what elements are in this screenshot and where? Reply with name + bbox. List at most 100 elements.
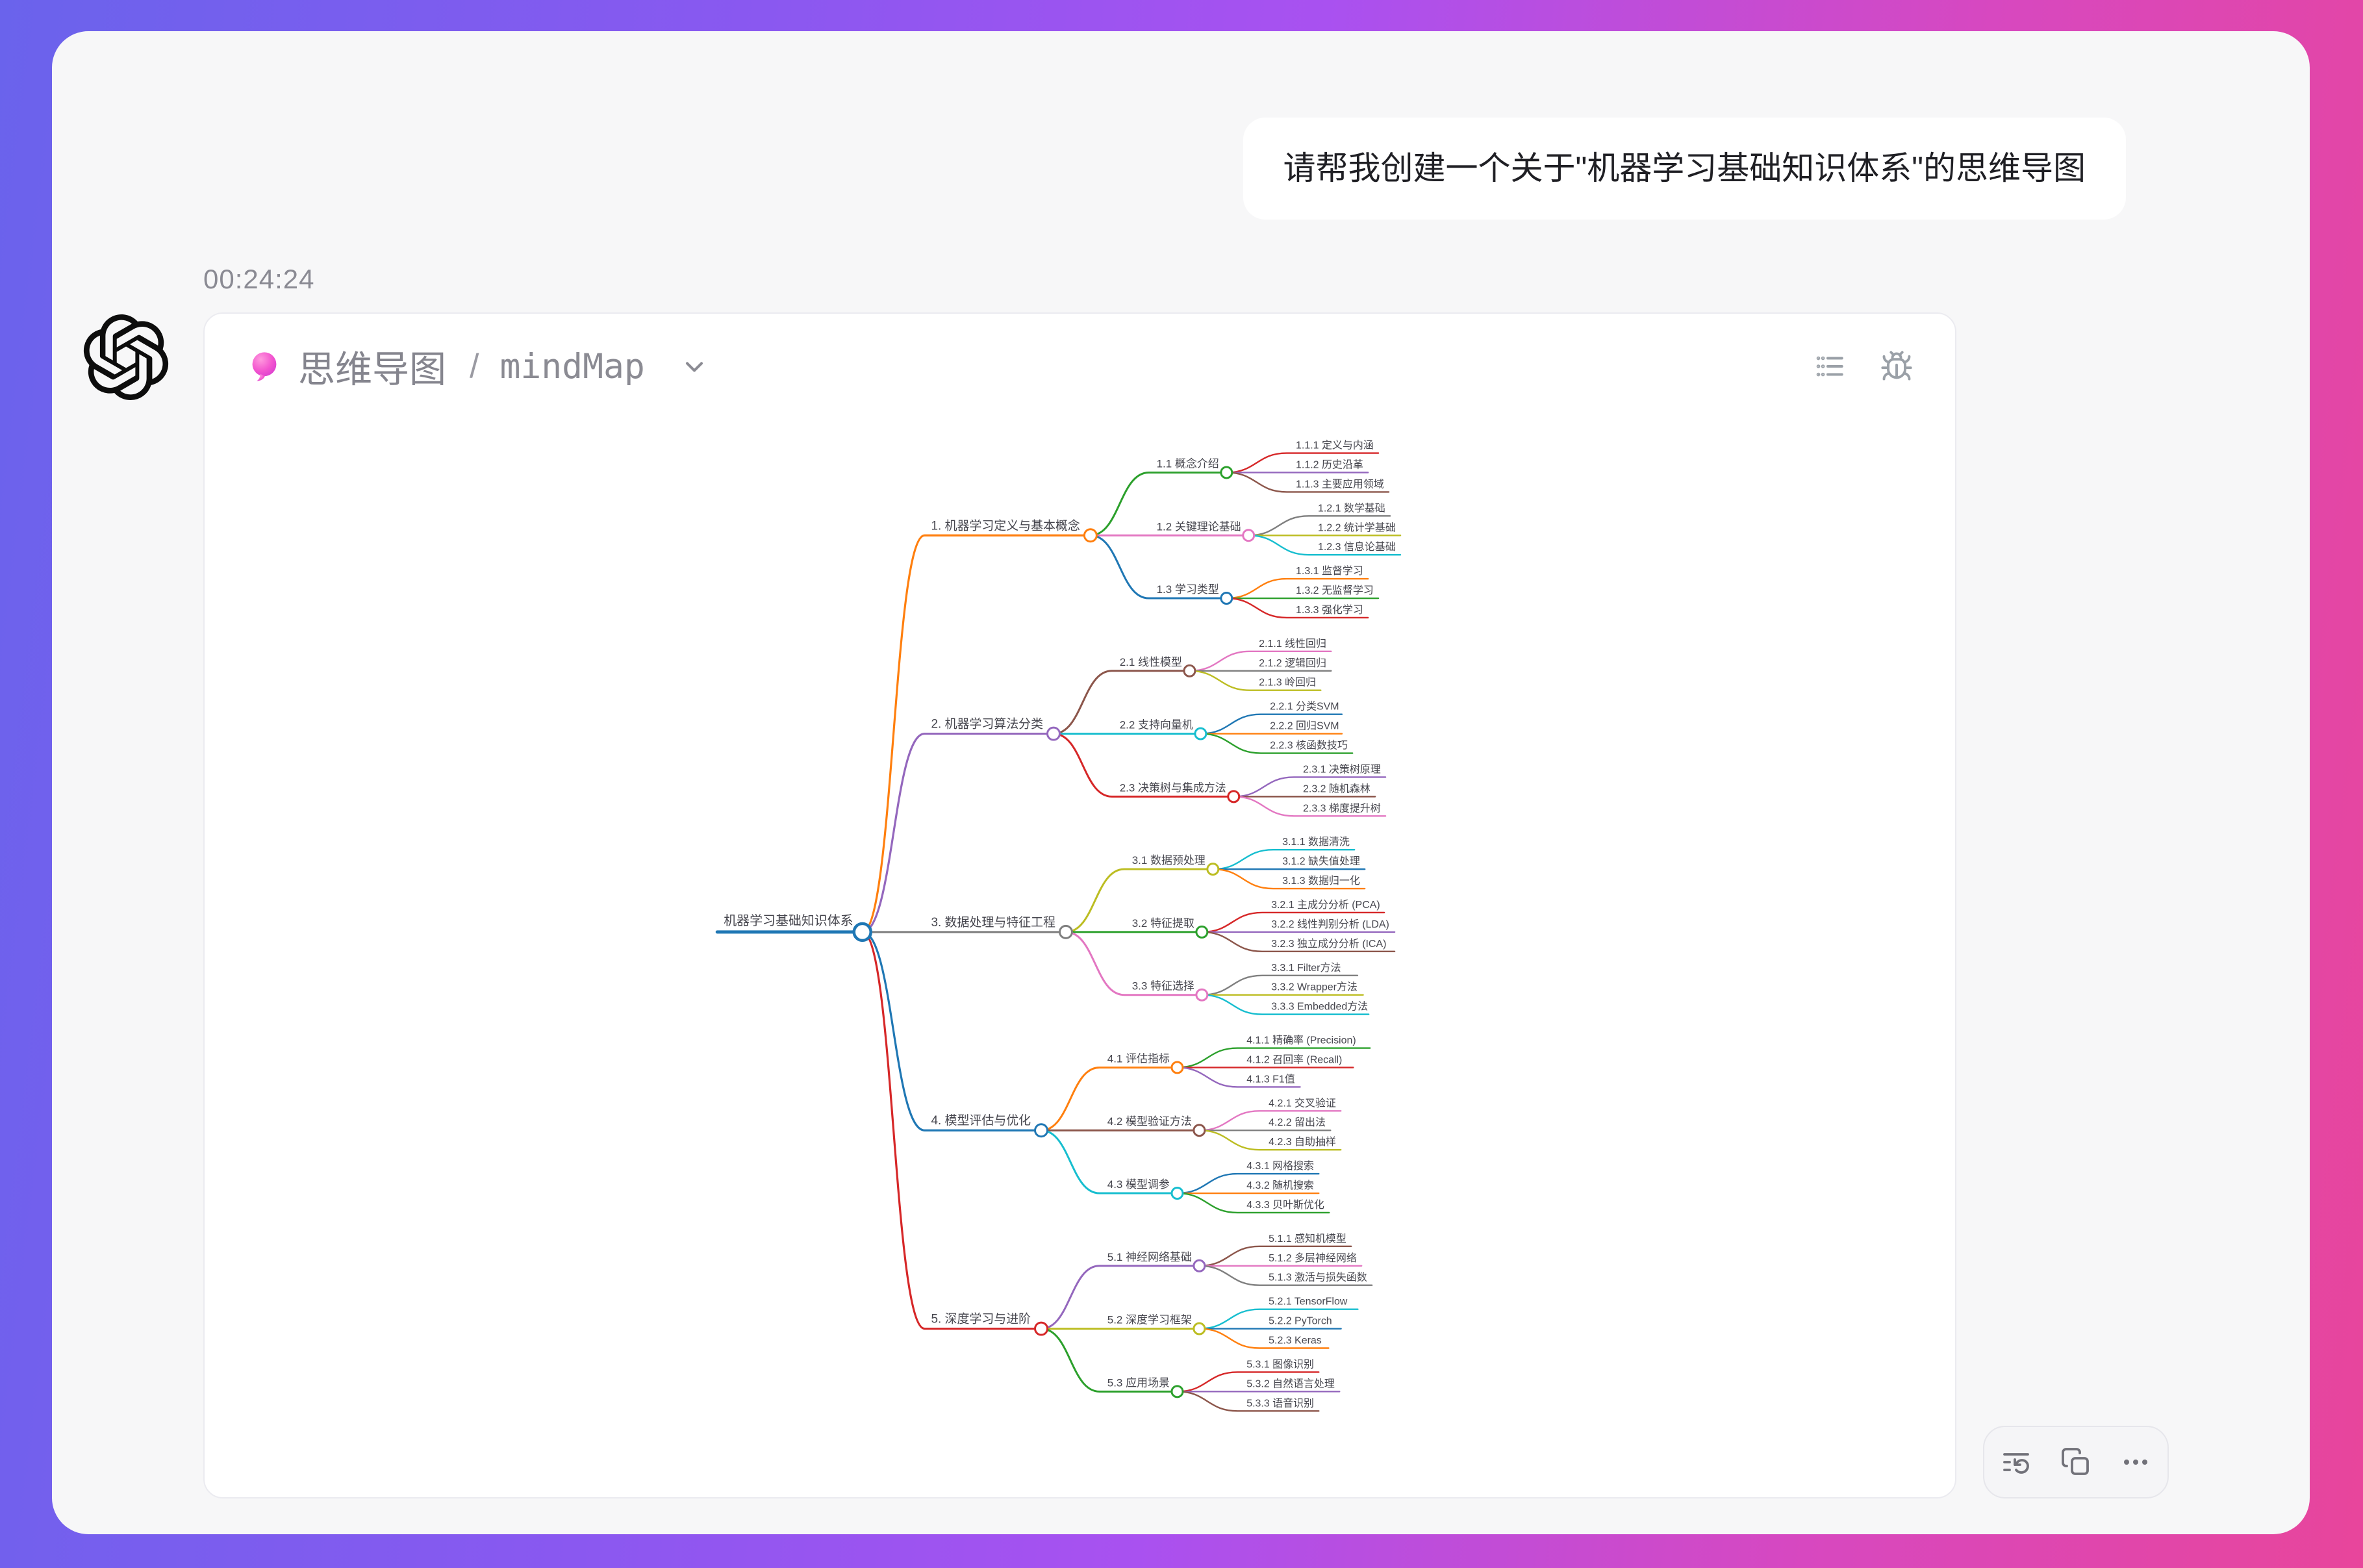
more-icon[interactable] [2120,1447,2151,1478]
mindmap-node-toggle[interactable] [1193,1124,1206,1137]
mindmap-node-toggle[interactable] [1193,1259,1206,1272]
mindmap-node-label: 2.1.1 线性回归 [1259,638,1326,650]
mindmap-link [1212,848,1356,870]
mindmap-link [1189,670,1322,691]
mindmap-node-label: 2.1.2 逻辑回归 [1259,657,1326,669]
mindmap-link [861,931,1042,1330]
mindmap-node-label: 3.3.3 Embedded方法 [1271,1001,1368,1013]
mindmap-link [1176,1192,1330,1214]
openai-logo-icon [83,314,169,400]
mindmap-node-toggle[interactable] [1195,925,1209,939]
mindmap-link [1040,1328,1178,1393]
mindmap-node-label: 5.3.2 自然语言处理 [1246,1378,1335,1389]
mindmap-node-label: 2.2.3 核函数技巧 [1270,740,1348,752]
bug-icon[interactable] [1880,349,1914,383]
mindmap-link [1176,1067,1301,1088]
mindmap-node-label: 5.2 深度学习框架 [1107,1314,1192,1326]
tool-card-header: 思维导图 / mindMap [205,314,1955,393]
mindmap-link [1201,974,1359,996]
mindmap-node-toggle[interactable] [1193,1322,1206,1335]
mindmap-node-label: 5.1.1 感知机模型 [1269,1233,1346,1245]
mindmap-node-toggle[interactable] [1242,529,1256,542]
mindmap-link [1226,452,1380,474]
mindmap-node-toggle[interactable] [852,922,872,942]
mindmap-link [1189,650,1332,672]
mindmap-node-label: 4.3.1 网格搜索 [1246,1160,1314,1172]
mindmap-link [1176,1172,1320,1195]
mindmap-link [1201,911,1385,933]
mindmap-node-toggle[interactable] [1058,924,1073,939]
mindmap-node-label: 2.2.1 分类SVM [1270,701,1339,713]
mindmap-node-label: 5.2.2 PyTorch [1269,1316,1332,1327]
mindmap-node-label: 2.1 线性模型 [1120,656,1182,668]
list-icon[interactable] [1813,350,1846,383]
mindmap-node-label: 3.1.1 数据清洗 [1282,836,1350,848]
mindmap-node-toggle[interactable] [1227,790,1241,803]
mindmap-node-label: 1.1.3 主要应用领域 [1296,477,1384,490]
mindmap-link [1040,1129,1178,1195]
mindmap-link [1089,471,1228,537]
mindmap-node-toggle[interactable] [1034,1123,1049,1138]
mindmap-link [1052,670,1191,735]
mindmap-node-toggle[interactable] [1194,727,1207,740]
mindmap-node-label: 5.1.2 多层神经网络 [1269,1252,1357,1264]
mindmap-link [1176,1371,1320,1393]
mindmap-node-label: 2.3 决策树与集成方法 [1120,781,1226,794]
pink-bubble-icon [247,349,281,383]
mindmap-node-label: 3.3.2 Wrapper方法 [1271,981,1358,993]
mindmap-node-label: 4.2.2 留出法 [1269,1117,1326,1128]
message-timestamp: 00:24:24 [203,264,315,294]
mindmap-link [1201,994,1370,1015]
copy-icon[interactable] [2060,1447,2091,1478]
mindmap-node-label: 机器学习基础知识体系 [724,913,853,928]
mindmap-node-label: 1.3.3 强化学习 [1296,604,1363,616]
history-icon[interactable] [2001,1447,2032,1478]
mindmap-node-label: 5.3 应用场景 [1107,1376,1170,1389]
mindmap-node-toggle[interactable] [1220,592,1233,605]
mindmap-node-toggle[interactable] [1195,988,1209,1002]
mindmap-link [1065,931,1203,996]
mindmap-node-label: 4. 模型评估与优化 [931,1113,1031,1128]
mindmap-link [1200,733,1354,754]
mindmap-link [1201,931,1396,953]
mindmap-link [861,534,1092,933]
mindmap-node-label: 1.2.2 统计学基础 [1318,522,1396,533]
mindmap-node-label: 4.2.3 自助抽样 [1269,1136,1336,1148]
mindmap-link [1198,1110,1342,1132]
mindmap-node-toggle[interactable] [1220,466,1233,479]
tool-selector[interactable]: 思维导图 / mindMap [247,340,709,393]
mindmap-node-toggle[interactable] [1170,1187,1184,1200]
mindmap-node-label: 1. 机器学习定义与基本概念 [931,518,1080,533]
mindmap-node-toggle[interactable] [1046,726,1061,741]
mindmap-node-label: 5.2.3 Keras [1269,1335,1322,1347]
mindmap-node-label: 4.1.2 召回率 (Recall) [1246,1054,1342,1065]
mindmap-node-label: 1.1 概念介绍 [1157,457,1219,470]
mindmap-node-toggle[interactable] [1170,1061,1184,1074]
mindmap-node-label: 4.2.1 交叉验证 [1269,1097,1336,1109]
mindmap-link [1052,733,1235,798]
mindmap-node-label: 1.3 学习类型 [1157,583,1219,596]
mindmap-node-label: 3.2.2 线性判别分析 (LDA) [1271,918,1389,930]
mindmap-node-label: 2.3.1 决策树原理 [1303,763,1381,775]
mindmap-node-toggle[interactable] [1183,664,1196,677]
mindmap-node-toggle[interactable] [1034,1321,1049,1336]
mindmap-node-label: 5.2.1 TensorFlow [1269,1296,1348,1308]
mindmap-node-toggle[interactable] [1083,528,1098,543]
mindmap-link [1198,1328,1330,1349]
mindmap-link [1176,1047,1371,1069]
tool-title-separator: / [470,348,479,385]
mindmap-link [1176,1391,1320,1412]
mindmap-node-toggle[interactable] [1170,1385,1184,1398]
chevron-down-icon [680,352,709,381]
mindmap-node-label: 3.3.1 Filter方法 [1271,962,1341,974]
assistant-avatar [83,314,169,400]
mindmap-link [1226,597,1369,619]
mindmap-link [1089,534,1228,600]
mindmap-link [1248,535,1402,556]
message-actions-toolbar [1983,1426,2169,1498]
mindmap-node-label: 1.3.2 无监督学习 [1296,585,1374,596]
mindmap-node-label: 5.1 神经网络基础 [1107,1251,1192,1263]
mindmap-node-toggle[interactable] [1206,863,1220,876]
